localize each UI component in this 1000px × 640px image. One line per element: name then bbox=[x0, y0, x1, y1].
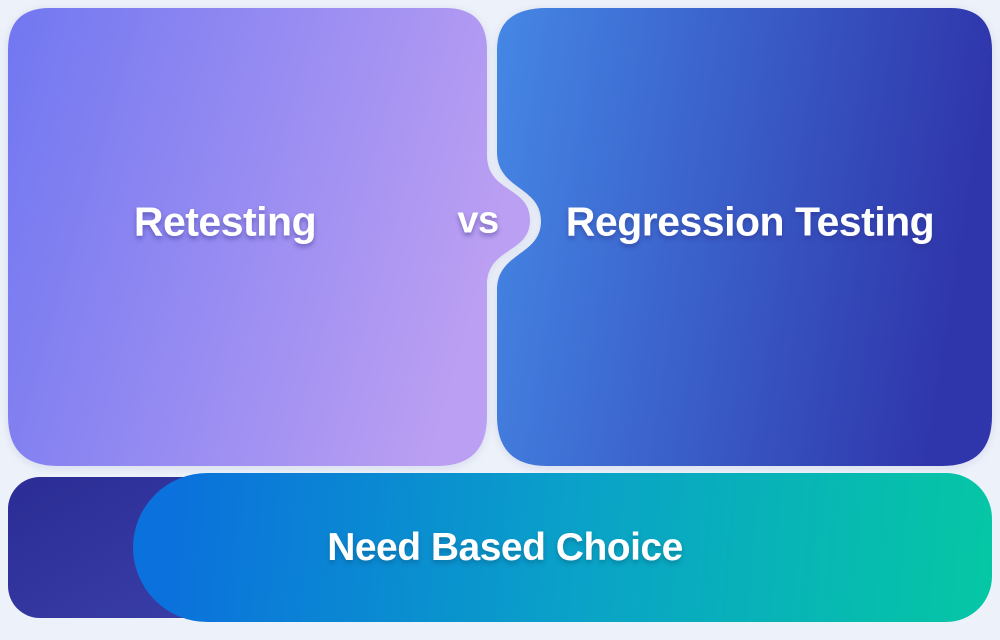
right-panel-title: Regression Testing bbox=[565, 198, 935, 245]
left-panel-shape bbox=[8, 8, 530, 466]
versus-label: vs bbox=[457, 199, 499, 242]
footer-banner-pill-shape bbox=[133, 473, 992, 622]
right-panel-shape bbox=[497, 8, 992, 466]
footer-banner bbox=[8, 473, 992, 622]
footer-title: Need Based Choice bbox=[327, 526, 683, 569]
left-panel-title: Retesting bbox=[133, 198, 317, 245]
comparison-panels-graphic bbox=[8, 8, 992, 466]
